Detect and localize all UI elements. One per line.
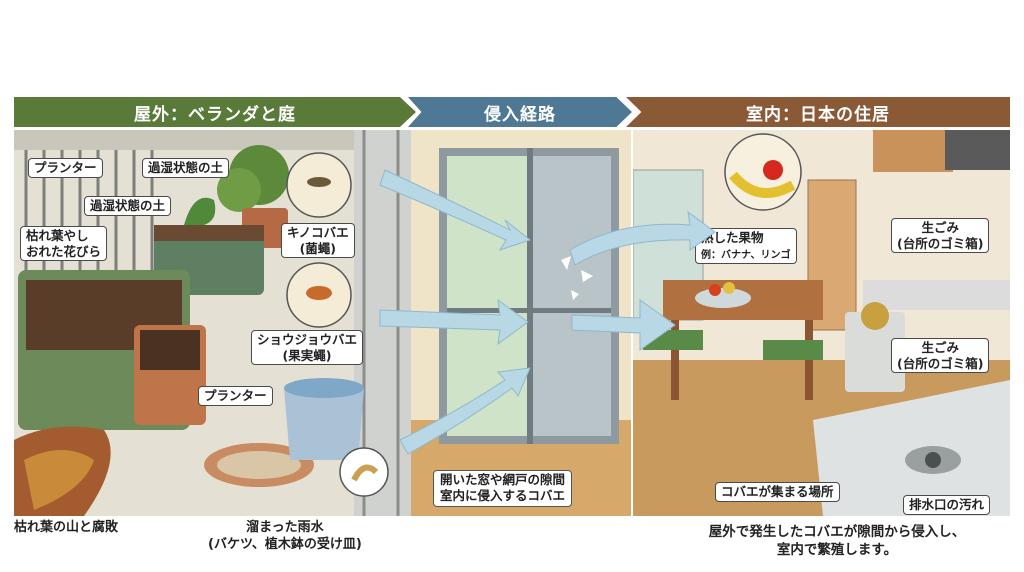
caption-rain-water-line1: 溜まった雨水: [246, 520, 324, 535]
label-fungus-gnat: キノコバエ(菌蠅): [281, 223, 355, 259]
route-section-banner: 侵入経路: [408, 97, 632, 127]
label-dead-leaves-line1: 枯れ葉やし: [26, 228, 89, 243]
label-dead-leaves-line2: おれた花びら: [26, 243, 102, 259]
label-fruit-fly-line2: (果実蠅): [282, 347, 332, 363]
label-fungus-gnat-line2: (菌蠅): [299, 240, 337, 256]
outdoor-section-banner: 屋外：ベランダと庭: [14, 97, 416, 127]
label-garbage-top-line1: 生ごみ: [921, 220, 959, 235]
label-ripe-fruit-line1: 熟した果物: [701, 230, 764, 245]
label-ripe-fruit: 熟した果物例：バナナ、リンゴ: [695, 228, 797, 265]
label-garbage-mid-line2: (台所のゴミ箱): [897, 355, 984, 371]
label-fruit-fly: ショウジョウバエ(果実蠅): [251, 330, 364, 366]
label-soil-2: 過湿状態の土: [84, 196, 172, 216]
route-caption: 開いた窓や網戸の隙間室内に侵入するコバエ: [433, 470, 573, 507]
label-garbage-top: 生ごみ(台所のゴミ箱): [891, 218, 990, 254]
indoor-section-banner: 室内：日本の住居: [626, 97, 1010, 127]
route-caption-line1: 開いた窓や網戸の隙間: [440, 472, 566, 487]
label-gather-place: コバエが集まる場所: [715, 482, 840, 502]
window-illustration: [411, 130, 631, 516]
outdoor-panel: プランター 過湿状態の土 過湿状態の土 枯れ葉やしおれた花びら キノコバエ(菌蠅…: [14, 130, 412, 516]
label-garbage-mid-line1: 生ごみ: [921, 340, 959, 355]
label-garbage-mid: 生ごみ(台所のゴミ箱): [891, 338, 990, 374]
route-section-title: 侵入経路: [484, 104, 556, 125]
caption-rain-water: 溜まった雨水(バケツ、植木鉢の受け皿): [208, 520, 362, 554]
route-caption-line2: 室内に侵入するコバエ: [440, 488, 566, 504]
outdoor-section-title: 屋外：ベランダと庭: [134, 104, 296, 125]
outdoor-illustration: [14, 130, 412, 516]
summary-line2: 室内で繁殖します。: [776, 541, 898, 558]
label-garbage-top-line2: (台所のゴミ箱): [897, 235, 984, 251]
label-drain-dirt: 排水口の汚れ: [903, 495, 991, 515]
indoor-section-title: 室内：日本の住居: [746, 104, 890, 125]
label-ripe-fruit-line2: 例：バナナ、リンゴ: [701, 249, 791, 261]
route-panel: 開いた窓や網戸の隙間室内に侵入するコバエ: [411, 130, 631, 516]
label-soil-1: 過湿状態の土: [142, 158, 230, 178]
label-planter-top: プランター: [28, 158, 103, 178]
caption-rain-water-line2: (バケツ、植木鉢の受け皿): [208, 536, 362, 552]
indoor-panel: 熟した果物例：バナナ、リンゴ 生ごみ(台所のゴミ箱) 生ごみ(台所のゴミ箱) コ…: [633, 130, 1010, 516]
label-fungus-gnat-line1: キノコバエ: [287, 225, 349, 240]
indoor-illustration: [633, 130, 1010, 516]
caption-leaf-pile: 枯れ葉の山と腐敗: [14, 520, 119, 535]
label-planter-bottom: プランター: [198, 386, 273, 406]
summary-line1: 屋外で発生したコバエが隙間から侵入し、: [708, 524, 966, 540]
label-dead-leaves: 枯れ葉やしおれた花びら: [20, 226, 108, 262]
summary-caption: 屋外で発生したコバエが隙間から侵入し、室内で繁殖します。: [672, 524, 1002, 559]
label-fruit-fly-line1: ショウジョウバエ: [257, 332, 358, 347]
